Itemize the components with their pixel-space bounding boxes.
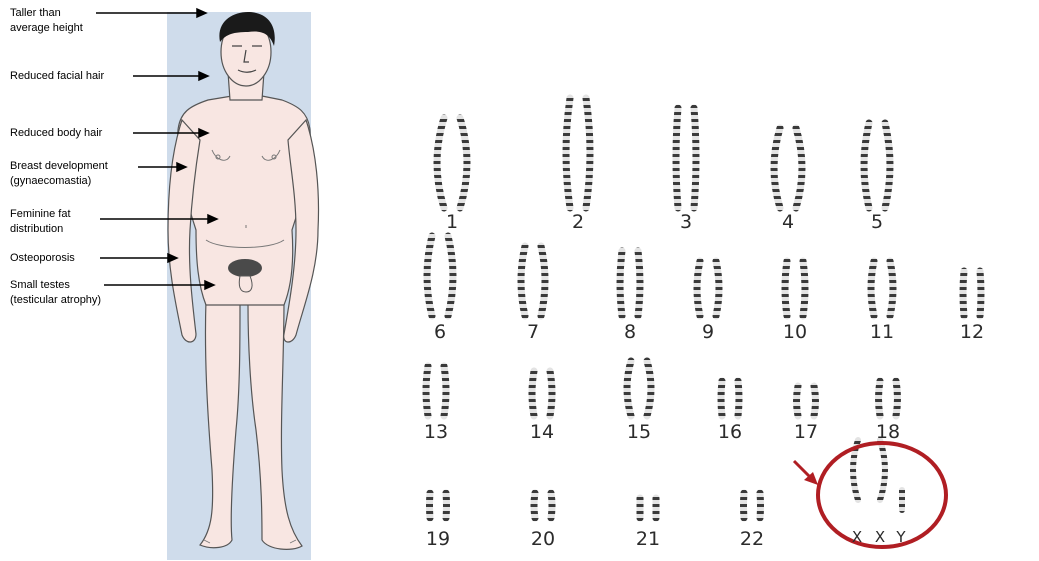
label-reduced-body-hair: Reduced body hair <box>10 126 102 141</box>
chromosome-number: 20 <box>531 528 555 550</box>
chromosome-number: 16 <box>718 421 742 443</box>
chromosome <box>738 381 739 416</box>
chromosome-number: 3 <box>680 211 692 233</box>
chromosome-number: 17 <box>794 421 818 443</box>
chromosome <box>446 493 447 518</box>
chromosome-number: 5 <box>871 211 883 233</box>
chromosome <box>879 381 881 416</box>
chromosome <box>566 98 570 208</box>
chromosome-number: 18 <box>876 421 900 443</box>
chromosome-number: 10 <box>783 321 807 343</box>
chromosome-number: 8 <box>624 321 636 343</box>
sex-chromosome-label: X <box>852 528 862 546</box>
label-reduced-facial-hair: Reduced facial hair <box>10 69 104 84</box>
label-taller-height: Taller than average height <box>10 6 83 36</box>
chromosome-number: 13 <box>424 421 448 443</box>
chromosome <box>620 251 622 316</box>
chromosome <box>871 261 874 316</box>
chromosome <box>803 261 805 316</box>
chromosome <box>774 128 780 208</box>
sex-chromosome-label: X <box>875 528 885 546</box>
chromosome-number: 22 <box>740 528 764 550</box>
chromosome <box>427 236 432 316</box>
chromosome <box>890 261 893 316</box>
chromosome <box>627 361 631 416</box>
chromosome <box>785 261 787 316</box>
chromosome-number: 21 <box>636 528 660 550</box>
chromosome <box>647 361 651 416</box>
label-feminine-fat: Feminine fat distribution <box>10 207 71 237</box>
chromosome <box>697 261 700 316</box>
chromosome <box>638 251 640 316</box>
chromosome-number: 19 <box>426 528 450 550</box>
chromosome <box>694 108 696 208</box>
chromosome <box>521 246 525 316</box>
label-osteoporosis: Osteoporosis <box>10 251 75 266</box>
chromosome-number: 1 <box>446 211 458 233</box>
chromosome-number: 7 <box>527 321 539 343</box>
chromosome <box>676 108 678 208</box>
chromosome-number: 4 <box>782 211 794 233</box>
chromosome <box>797 386 799 416</box>
chromosome <box>551 493 552 518</box>
chromosome <box>716 261 719 316</box>
chromosome <box>430 493 431 518</box>
chromosome <box>460 118 467 208</box>
chromosome <box>814 386 816 416</box>
chromosome-number: 6 <box>434 321 446 343</box>
chromosome-number: 9 <box>702 321 714 343</box>
chromosome <box>534 493 535 518</box>
chromosome-number: 11 <box>870 321 894 343</box>
chromosome <box>760 493 761 518</box>
chromosome <box>721 381 722 416</box>
chromosome <box>963 271 964 316</box>
chromosome-number: 2 <box>572 211 584 233</box>
label-breast-development: Breast development (gynaecomastia) <box>10 159 108 189</box>
chromosome <box>550 371 552 416</box>
chromosome <box>980 271 981 316</box>
chromosome-pairs <box>426 98 981 518</box>
chromosome <box>586 98 590 208</box>
sex-chromosome <box>880 440 885 500</box>
chromosome <box>896 381 898 416</box>
chromosome <box>885 123 890 208</box>
chromosome <box>541 246 545 316</box>
chromosome <box>796 128 802 208</box>
chromosome <box>864 123 869 208</box>
chromosome-number: 15 <box>627 421 651 443</box>
chromosome <box>426 366 428 416</box>
chromosome <box>437 118 444 208</box>
sex-chromosome-highlight: X X Y <box>794 443 946 547</box>
sex-chromosome-label: Y <box>895 528 906 546</box>
chromosome <box>448 236 453 316</box>
label-small-testes: Small testes (testicular atrophy) <box>10 278 101 308</box>
chromosome <box>444 366 446 416</box>
chromosome <box>744 493 745 518</box>
chromosome-number: 12 <box>960 321 984 343</box>
chromosome <box>532 371 534 416</box>
karyotype-panel: 1 2 3 4 5 6 7 8 9 10 11 12 13 14 15 16 1… <box>380 90 1020 560</box>
chromosome-number: 14 <box>530 421 554 443</box>
